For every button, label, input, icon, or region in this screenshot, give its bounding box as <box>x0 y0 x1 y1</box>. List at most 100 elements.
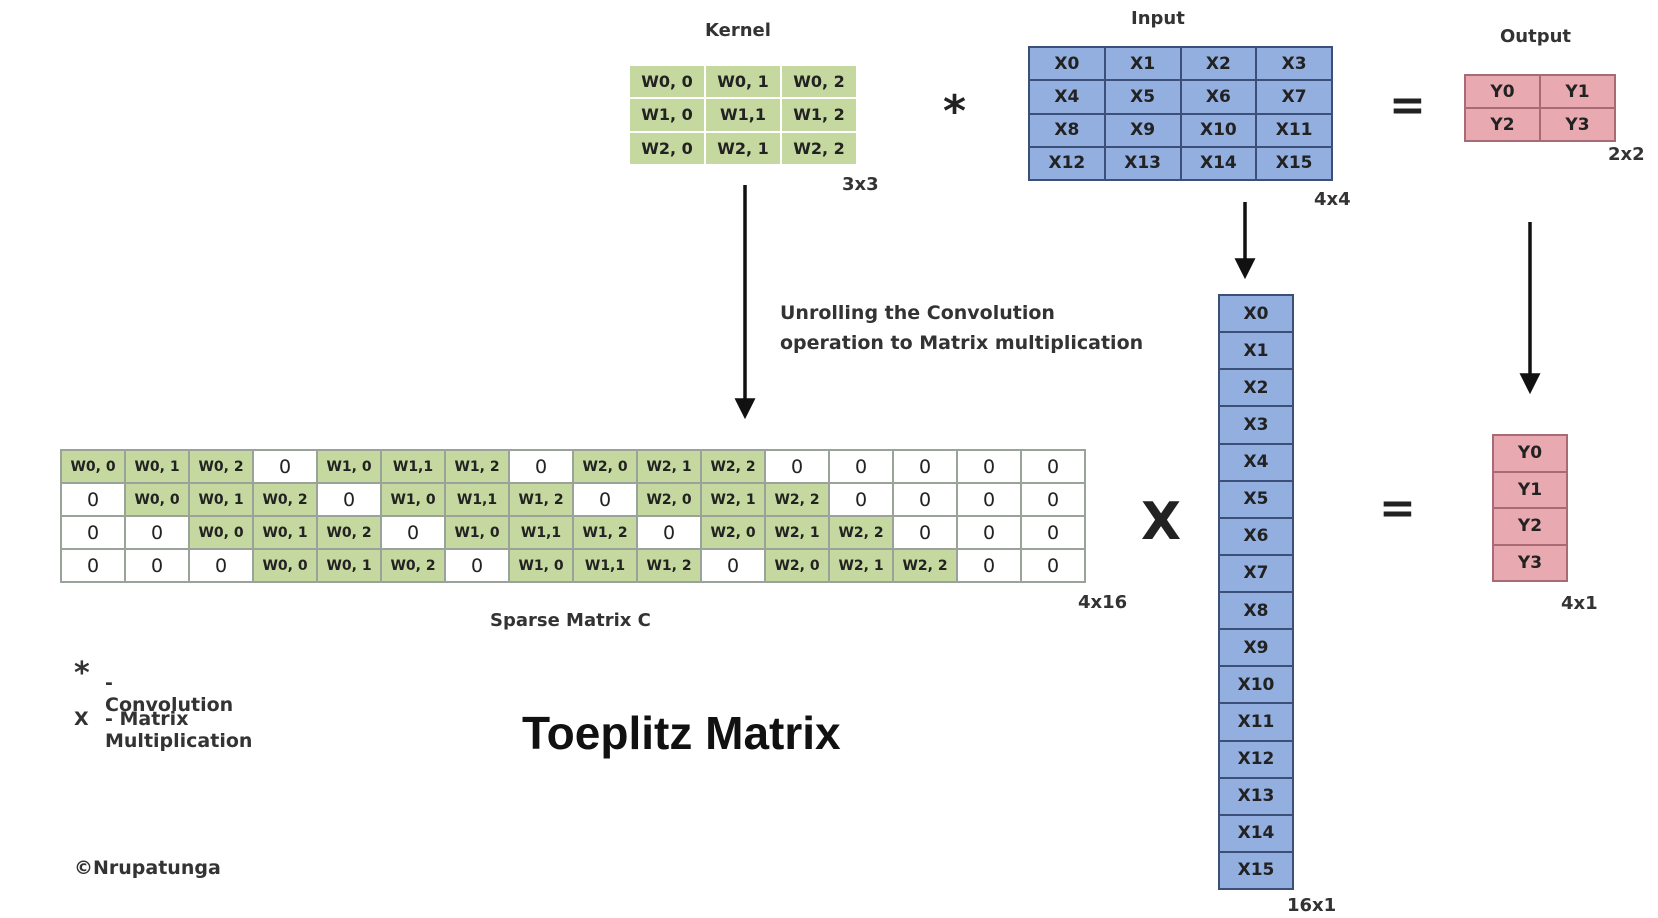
kernel-size: 3x3 <box>842 174 879 195</box>
sparse-cell: W1, 0 <box>444 515 510 550</box>
input-cell: X9 <box>1103 112 1182 148</box>
sparse-cell: 0 <box>636 515 702 550</box>
sparse-cell: 0 <box>956 548 1022 583</box>
sparse-cell: 0 <box>316 482 382 517</box>
sparse-cell: 0 <box>892 515 958 550</box>
input-cell: X8 <box>1028 112 1106 148</box>
sparse-cell: 0 <box>1020 515 1086 550</box>
vector-row: X12 <box>1218 739 1294 779</box>
x-vector-cell: X3 <box>1218 405 1294 445</box>
sparse-cell: 0 <box>892 482 958 517</box>
multiply-operator: X <box>1141 492 1182 552</box>
sparse-cell: W0, 2 <box>252 482 318 517</box>
vector-row: X8 <box>1218 590 1294 631</box>
sparse-cell: 0 <box>188 548 254 583</box>
vector-row: X4 <box>1218 442 1294 482</box>
sparse-cell: W0, 0 <box>60 449 126 484</box>
sparse-caption: Sparse Matrix C <box>490 610 651 631</box>
sparse-cell: 0 <box>956 482 1022 517</box>
vector-row: X2 <box>1218 368 1294 408</box>
kernel-title: Kernel <box>705 20 771 41</box>
output-title: Output <box>1500 26 1572 47</box>
output-size: 2x2 <box>1608 144 1645 165</box>
kernel-cell: W2, 0 <box>628 130 706 167</box>
vector-row: X14 <box>1218 813 1294 853</box>
sparse-cell: W1, 2 <box>444 449 510 484</box>
sparse-cell: 0 <box>380 515 446 550</box>
sparse-cell: W2, 1 <box>700 482 766 517</box>
x-vector-cell: X8 <box>1218 590 1294 631</box>
sparse-cell: 0 <box>892 449 958 484</box>
sparse-cell: W1, 2 <box>508 482 574 517</box>
sparse-cell: 0 <box>956 449 1022 484</box>
sparse-cell: W0, 1 <box>252 515 318 550</box>
legend-text: - Convolution <box>105 672 234 716</box>
kernel-cell: W2, 2 <box>780 130 858 167</box>
sparse-cell: 0 <box>1020 482 1086 517</box>
input-cell: X2 <box>1179 45 1258 82</box>
sparse-cell: W1,1 <box>508 515 574 550</box>
equals-sign-top: = <box>1389 80 1426 131</box>
legend-symbol: * <box>74 656 90 691</box>
input-cell: X15 <box>1255 145 1333 182</box>
input-cell: X7 <box>1255 79 1333 115</box>
vector-row: Y2 <box>1492 507 1568 546</box>
x-vector-cell: X0 <box>1218 293 1294 334</box>
input-cell: X6 <box>1179 79 1258 115</box>
sparse-cell: W2, 1 <box>636 449 702 484</box>
copyright-text: ©Nrupatunga <box>74 857 221 879</box>
kernel-cell: W2, 1 <box>704 130 782 167</box>
sparse-cell: 0 <box>1020 548 1086 583</box>
vector-row: Y1 <box>1492 470 1568 509</box>
sparse-cell: W0, 0 <box>188 515 254 550</box>
sparse-cell: W2, 2 <box>892 548 958 583</box>
sparse-cell: 0 <box>124 548 190 583</box>
input-cell: X10 <box>1179 112 1258 148</box>
vector-row: X11 <box>1218 702 1294 742</box>
sparse-cell: W0, 1 <box>124 449 190 484</box>
sparse-cell: W2, 0 <box>764 548 830 583</box>
sparse-cell: W0, 0 <box>252 548 318 583</box>
diagram-title: Toeplitz Matrix <box>522 707 841 759</box>
x-vector-cell: X4 <box>1218 442 1294 482</box>
sparse-cell: W2, 0 <box>636 482 702 517</box>
sparse-cell: 0 <box>60 482 126 517</box>
x-vector-size: 16x1 <box>1287 895 1337 916</box>
sparse-cell: W1, 0 <box>380 482 446 517</box>
x-vector-cell: X5 <box>1218 479 1294 519</box>
sparse-cell: W1, 0 <box>508 548 574 583</box>
input-cell: X11 <box>1255 112 1333 148</box>
sparse-cell: W1,1 <box>380 449 446 484</box>
sparse-cell: W1,1 <box>572 548 638 583</box>
vector-row: X7 <box>1218 553 1294 594</box>
input-cell: X12 <box>1028 145 1106 182</box>
kernel-cell: W0, 2 <box>780 63 858 100</box>
kernel-cell: W1, 0 <box>628 97 706 133</box>
sparse-cell: 0 <box>444 548 510 583</box>
sparse-cell: 0 <box>700 548 766 583</box>
vector-row: X5 <box>1218 479 1294 519</box>
legend-symbol: X <box>74 708 89 730</box>
equals-sign-bottom: = <box>1379 483 1416 534</box>
sparse-cell: W2, 2 <box>828 515 894 550</box>
sparse-cell: W0, 1 <box>188 482 254 517</box>
legend-text: - Matrix Multiplication <box>105 708 253 752</box>
sparse-cell: W1, 2 <box>636 548 702 583</box>
kernel-cell: W1,1 <box>704 97 782 133</box>
input-title: Input <box>1131 8 1185 29</box>
sparse-cell: 0 <box>60 515 126 550</box>
sparse-cell: W2, 1 <box>828 548 894 583</box>
y-vector-cell: Y1 <box>1492 470 1568 509</box>
sparse-cell: W2, 1 <box>764 515 830 550</box>
